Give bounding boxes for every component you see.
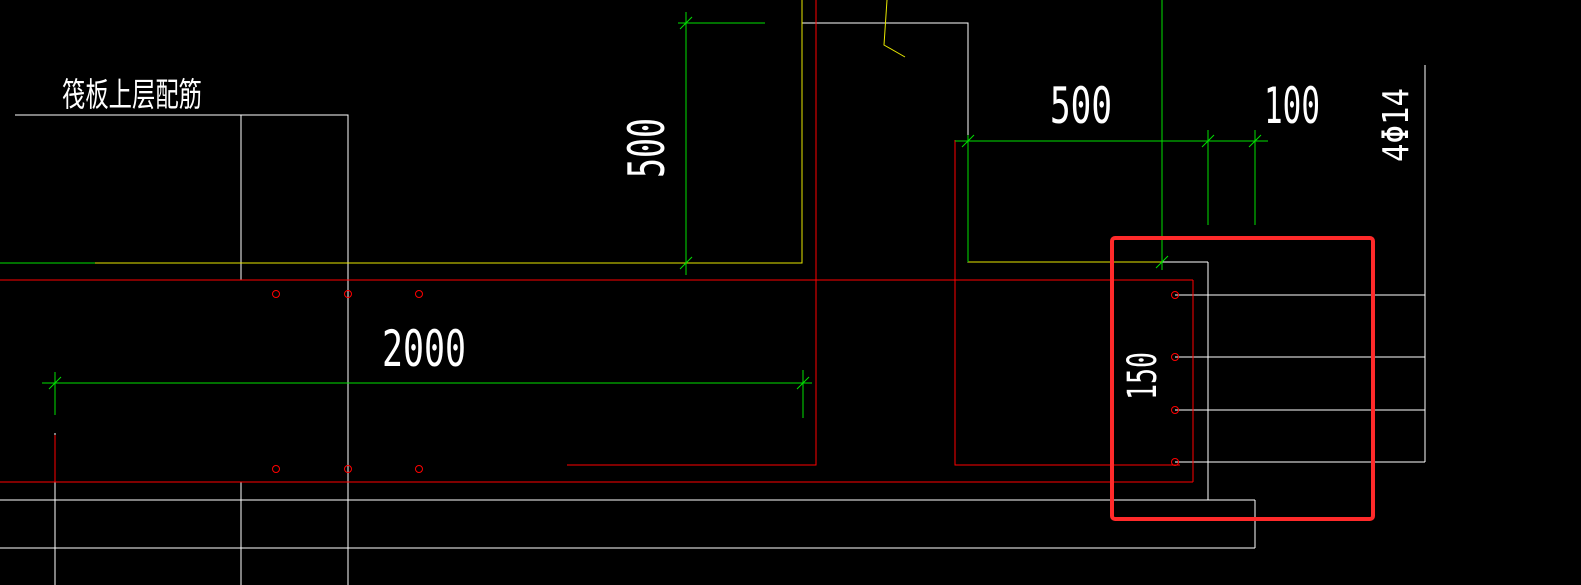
dim-text-vertical-500: 500 xyxy=(618,118,676,178)
highlight-selection-box xyxy=(1110,236,1375,521)
rebar-dot xyxy=(1171,458,1179,466)
raft-top-rebar-label: 筏板上层配筋 xyxy=(62,75,202,114)
rebar-dot xyxy=(1171,353,1179,361)
green-dimensions xyxy=(0,0,1268,418)
rebar-dot xyxy=(344,465,352,473)
red-outlines xyxy=(0,0,1194,483)
yellow-outlines xyxy=(0,0,1162,264)
rebar-dot xyxy=(1171,291,1179,299)
rebar-dot xyxy=(272,290,280,298)
rebar-dot xyxy=(415,465,423,473)
dim-text-top-100: 100 xyxy=(1264,77,1320,135)
dim-text-150: 150 xyxy=(1120,352,1166,400)
white-outlines xyxy=(0,22,1426,585)
rebar-dots xyxy=(272,290,1179,473)
rebar-dot xyxy=(272,465,280,473)
dim-text-2000: 2000 xyxy=(382,320,466,378)
rebar-dot xyxy=(344,290,352,298)
rebar-callout-4-phi-14: 4Φ14 xyxy=(1376,88,1417,162)
rebar-dot xyxy=(1171,406,1179,414)
dim-text-top-500: 500 xyxy=(1050,77,1112,135)
rebar-dot xyxy=(415,290,423,298)
